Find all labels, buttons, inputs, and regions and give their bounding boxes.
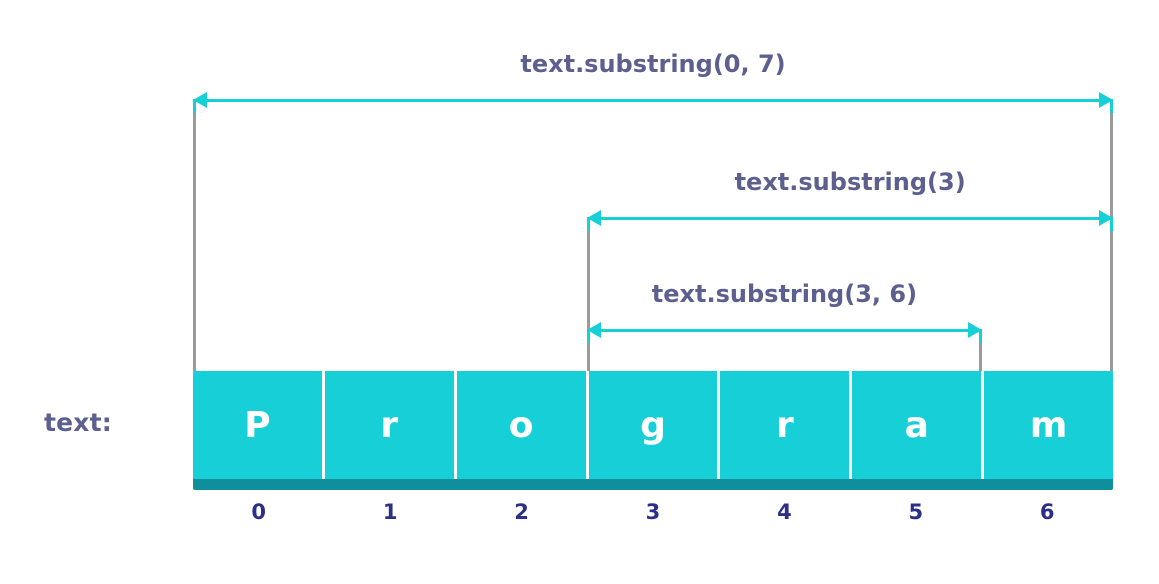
bracket-stem-left: [587, 329, 591, 371]
text-variable-label: text:: [44, 408, 112, 437]
string-cell: o: [453, 371, 586, 479]
string-cell: P: [244, 404, 271, 446]
string-cell: g: [585, 371, 718, 479]
string-cell: r: [717, 371, 849, 479]
index-label: 2: [514, 500, 529, 524]
bracket-stem-left: [193, 99, 196, 371]
index-label: 3: [645, 500, 661, 524]
bracket-label-substring-0-7: text.substring(0, 7): [520, 50, 786, 78]
bracket-substring-3: [587, 210, 1113, 371]
bracket-line: [193, 99, 1113, 102]
arrow-right-icon: [1098, 210, 1113, 226]
bracket-label-substring-3: text.substring(3): [734, 168, 966, 196]
string-cell: a: [849, 371, 981, 479]
bracket-label-substring-3-6: text.substring(3, 6): [651, 280, 918, 308]
index-label: 0: [251, 500, 267, 524]
bracket-stem-left: [587, 217, 591, 371]
bracket-line: [587, 329, 982, 332]
arrow-right-icon: [1099, 92, 1113, 108]
arrow-left-icon: [587, 210, 602, 226]
bracket-line: [587, 217, 1113, 220]
bracket-stem-right: [978, 329, 982, 371]
arrow-left-icon: [587, 322, 602, 338]
string-cell: m: [981, 371, 1113, 479]
index-label: 6: [1039, 500, 1055, 524]
string-cell: r: [321, 371, 454, 479]
bracket-stem-right: [1109, 217, 1113, 371]
bracket-substring-3-6: [587, 322, 982, 371]
index-label: 1: [382, 500, 398, 524]
arrow-right-icon: [967, 322, 982, 338]
arrow-left-icon: [193, 92, 207, 108]
index-label: 4: [777, 500, 792, 524]
index-label: 5: [908, 500, 924, 524]
index-labels-row: 0 1 2 3 4 5 6: [193, 500, 1113, 524]
